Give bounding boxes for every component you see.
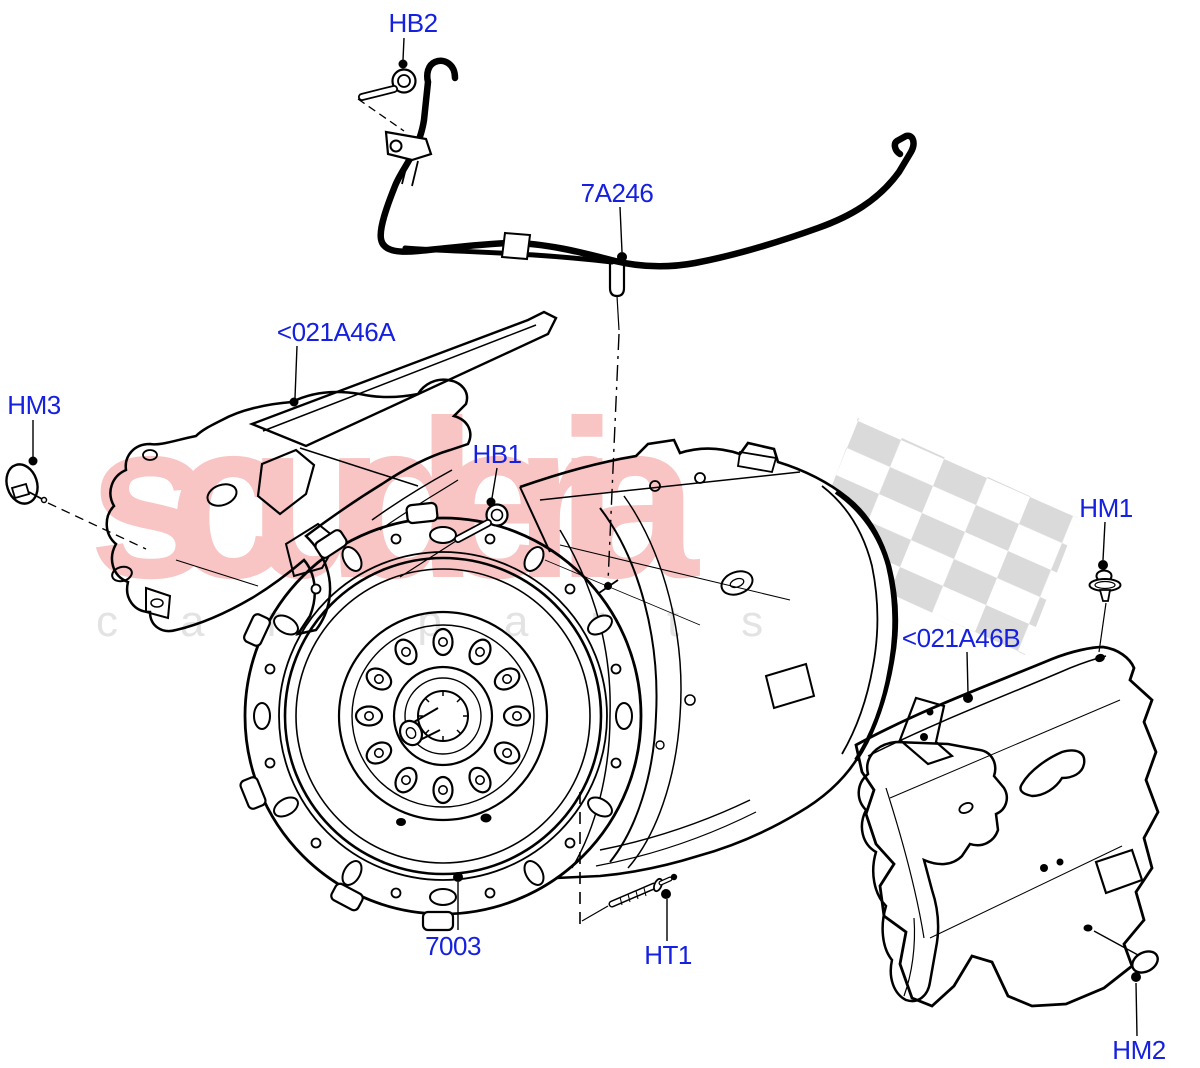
- leader-line: [294, 345, 298, 399]
- part-code[interactable]: HT1: [644, 940, 692, 970]
- pin-hm1-drawing: [1088, 569, 1122, 663]
- leader-dot: [1131, 972, 1141, 982]
- pipe-clamp: [500, 231, 532, 261]
- leader-dot: [28, 456, 38, 466]
- leader-dot: [661, 889, 671, 899]
- part-label-HB1[interactable]: HB1: [472, 439, 522, 507]
- part-label-021A46B[interactable]: <021A46B: [902, 623, 1021, 703]
- brand-watermark: scuderia car parts: [88, 373, 763, 646]
- part-label-HM1[interactable]: HM1: [1079, 493, 1133, 570]
- part-code[interactable]: HM1: [1079, 493, 1133, 523]
- leader-dot: [1098, 560, 1108, 570]
- part-labels: HB2 7A246 <021A46A HM3 HB1 HM1: [7, 8, 1166, 1065]
- leader-line: [491, 467, 498, 499]
- leader-line: [1135, 982, 1138, 1037]
- line-art: [5, 57, 1160, 1008]
- bolt-hb1-drawing: [399, 503, 509, 578]
- part-label-HM2[interactable]: HM2: [1112, 972, 1166, 1065]
- leader-dot: [289, 397, 299, 407]
- flange-slots: [253, 526, 633, 906]
- leader-line: [1102, 521, 1106, 561]
- leader-line: [966, 651, 969, 694]
- converter-lugs: [354, 627, 532, 805]
- part-code[interactable]: HM3: [7, 390, 61, 420]
- checkered-flag-watermark: [805, 418, 1078, 655]
- part-label-7003[interactable]: 7003: [425, 872, 481, 961]
- grommet-hm2-drawing: [1093, 930, 1159, 974]
- part-label-HT1[interactable]: HT1: [644, 889, 692, 970]
- leader-dot: [453, 872, 463, 882]
- leader-dot: [617, 252, 627, 262]
- fluid-pipe-drawing: [377, 57, 917, 594]
- part-code[interactable]: 7A246: [581, 178, 654, 208]
- leader-line: [402, 37, 405, 61]
- part-body-fills: [245, 440, 1158, 1006]
- part-code[interactable]: 7003: [425, 931, 481, 961]
- part-code[interactable]: HM2: [1112, 1035, 1166, 1065]
- heat-shield-a-drawing: [105, 310, 558, 636]
- part-label-7A246[interactable]: 7A246: [581, 178, 654, 262]
- transmission-drawing: [239, 438, 899, 932]
- bolt-hb2-drawing: [357, 68, 417, 132]
- pipe-bracket: [384, 130, 433, 162]
- part-code[interactable]: <021A46A: [277, 317, 397, 347]
- clip-hm3-drawing: [5, 463, 147, 550]
- part-label-HB2[interactable]: HB2: [388, 8, 438, 69]
- leader-dot: [963, 693, 973, 703]
- torque-converter-drawing: [283, 556, 603, 876]
- watermark-brand-text: scuderia: [88, 373, 700, 625]
- part-label-HM3[interactable]: HM3: [7, 390, 61, 466]
- part-code[interactable]: HB1: [472, 439, 522, 469]
- part-label-021A46A[interactable]: <021A46A: [277, 317, 397, 407]
- flange-tabs: [239, 501, 455, 932]
- leader-dot: [486, 497, 496, 507]
- leader-dot: [398, 59, 408, 69]
- part-code[interactable]: HB2: [388, 8, 438, 38]
- heat-shield-b-drawing: [854, 645, 1160, 1008]
- leader-line: [619, 206, 623, 253]
- part-code[interactable]: <021A46B: [902, 623, 1021, 653]
- stud-ht1-drawing: [608, 873, 678, 908]
